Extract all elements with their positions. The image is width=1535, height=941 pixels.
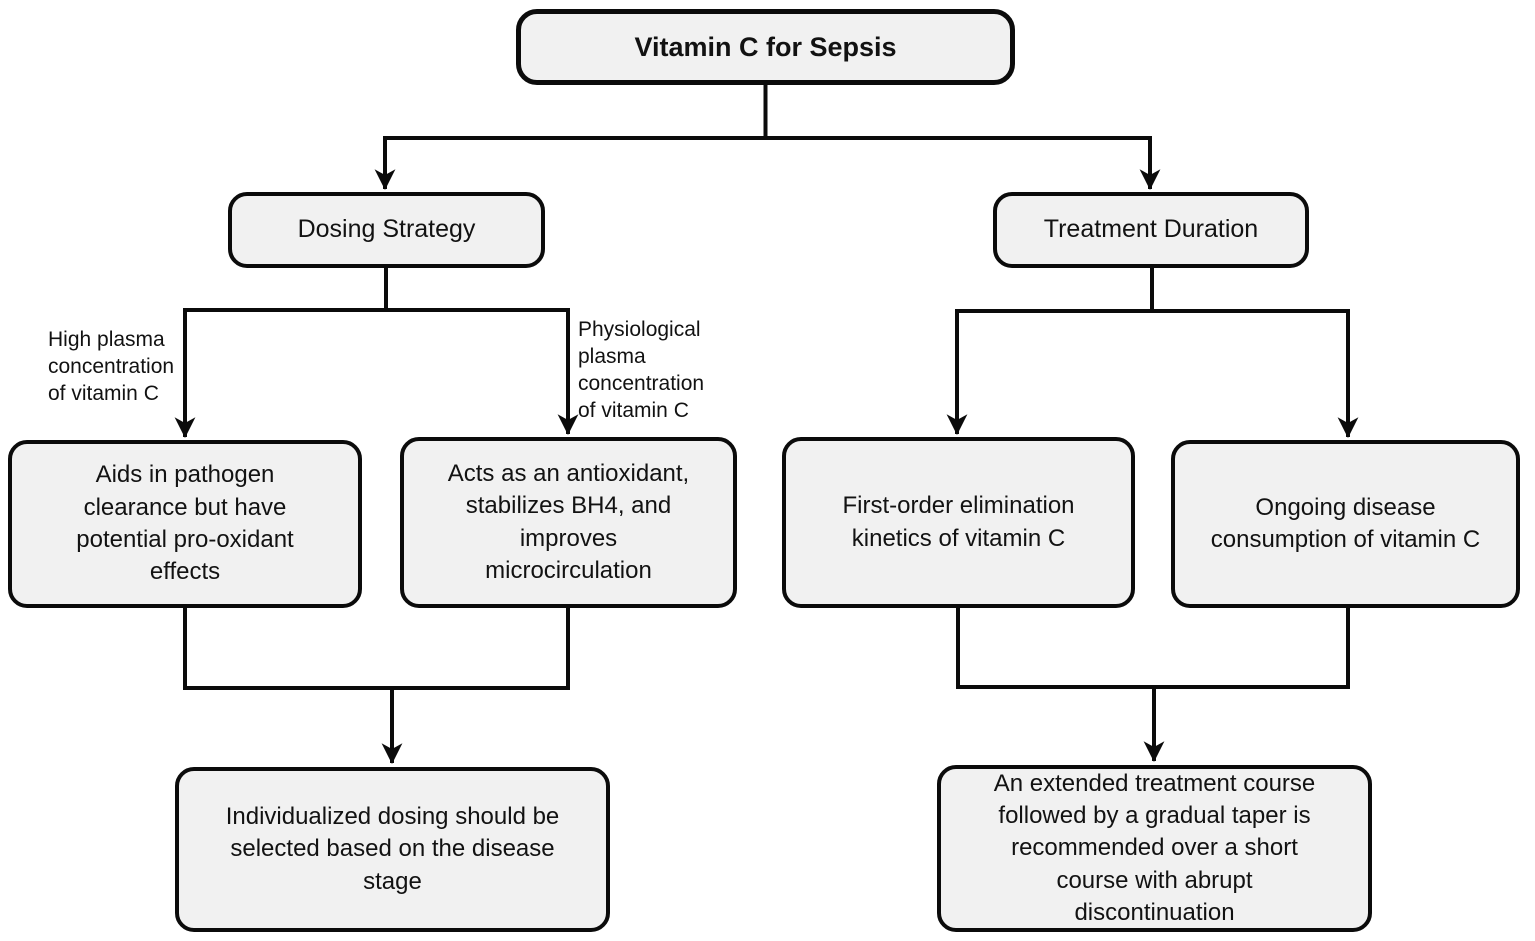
node-disease-consumption: Ongoing disease consumption of vitamin C <box>1171 440 1520 608</box>
node-high-dose-effect: Aids in pathogen clearance but have pote… <box>8 440 362 608</box>
node-physiological-dose-effect: Acts as an antioxidant, stabilizes BH4, … <box>400 437 737 608</box>
node-treatment-duration-label: Treatment Duration <box>1043 215 1259 244</box>
node-elimination-kinetics-text: First-order elimination kinetics of vita… <box>842 492 1075 552</box>
node-high-dose-effect-text: Aids in pathogen clearance but have pote… <box>76 461 294 586</box>
connector-duration-split <box>955 264 1350 313</box>
node-duration-conclusion: An extended treatment course followed by… <box>937 765 1372 932</box>
connector-dosing-merge <box>183 604 570 690</box>
edge-label-physiological-plasma: Physiological plasma concentration of vi… <box>578 318 705 423</box>
node-root: Vitamin C for Sepsis <box>516 9 1015 85</box>
node-dosing-strategy-label: Dosing Strategy <box>297 215 476 244</box>
node-treatment-duration: Treatment Duration <box>993 192 1309 268</box>
node-physiological-dose-effect-text: Acts as an antioxidant, stabilizes BH4, … <box>447 459 690 584</box>
connector-dosing-split <box>183 264 570 312</box>
node-root-label: Vitamin C for Sepsis <box>634 31 897 62</box>
node-disease-consumption-text: Ongoing disease consumption of vitamin C <box>1210 493 1481 553</box>
node-dosing-strategy: Dosing Strategy <box>228 192 545 268</box>
connector-duration-merge <box>956 604 1350 689</box>
connector-root-split <box>383 82 1152 140</box>
node-duration-conclusion-text: An extended treatment course followed by… <box>993 769 1316 927</box>
node-dosing-conclusion: Individualized dosing should be selected… <box>175 767 610 932</box>
node-elimination-kinetics: First-order elimination kinetics of vita… <box>782 437 1135 608</box>
edge-label-high-plasma: High plasma concentration of vitamin C <box>48 328 175 406</box>
node-dosing-conclusion-text: Individualized dosing should be selected… <box>225 802 560 895</box>
